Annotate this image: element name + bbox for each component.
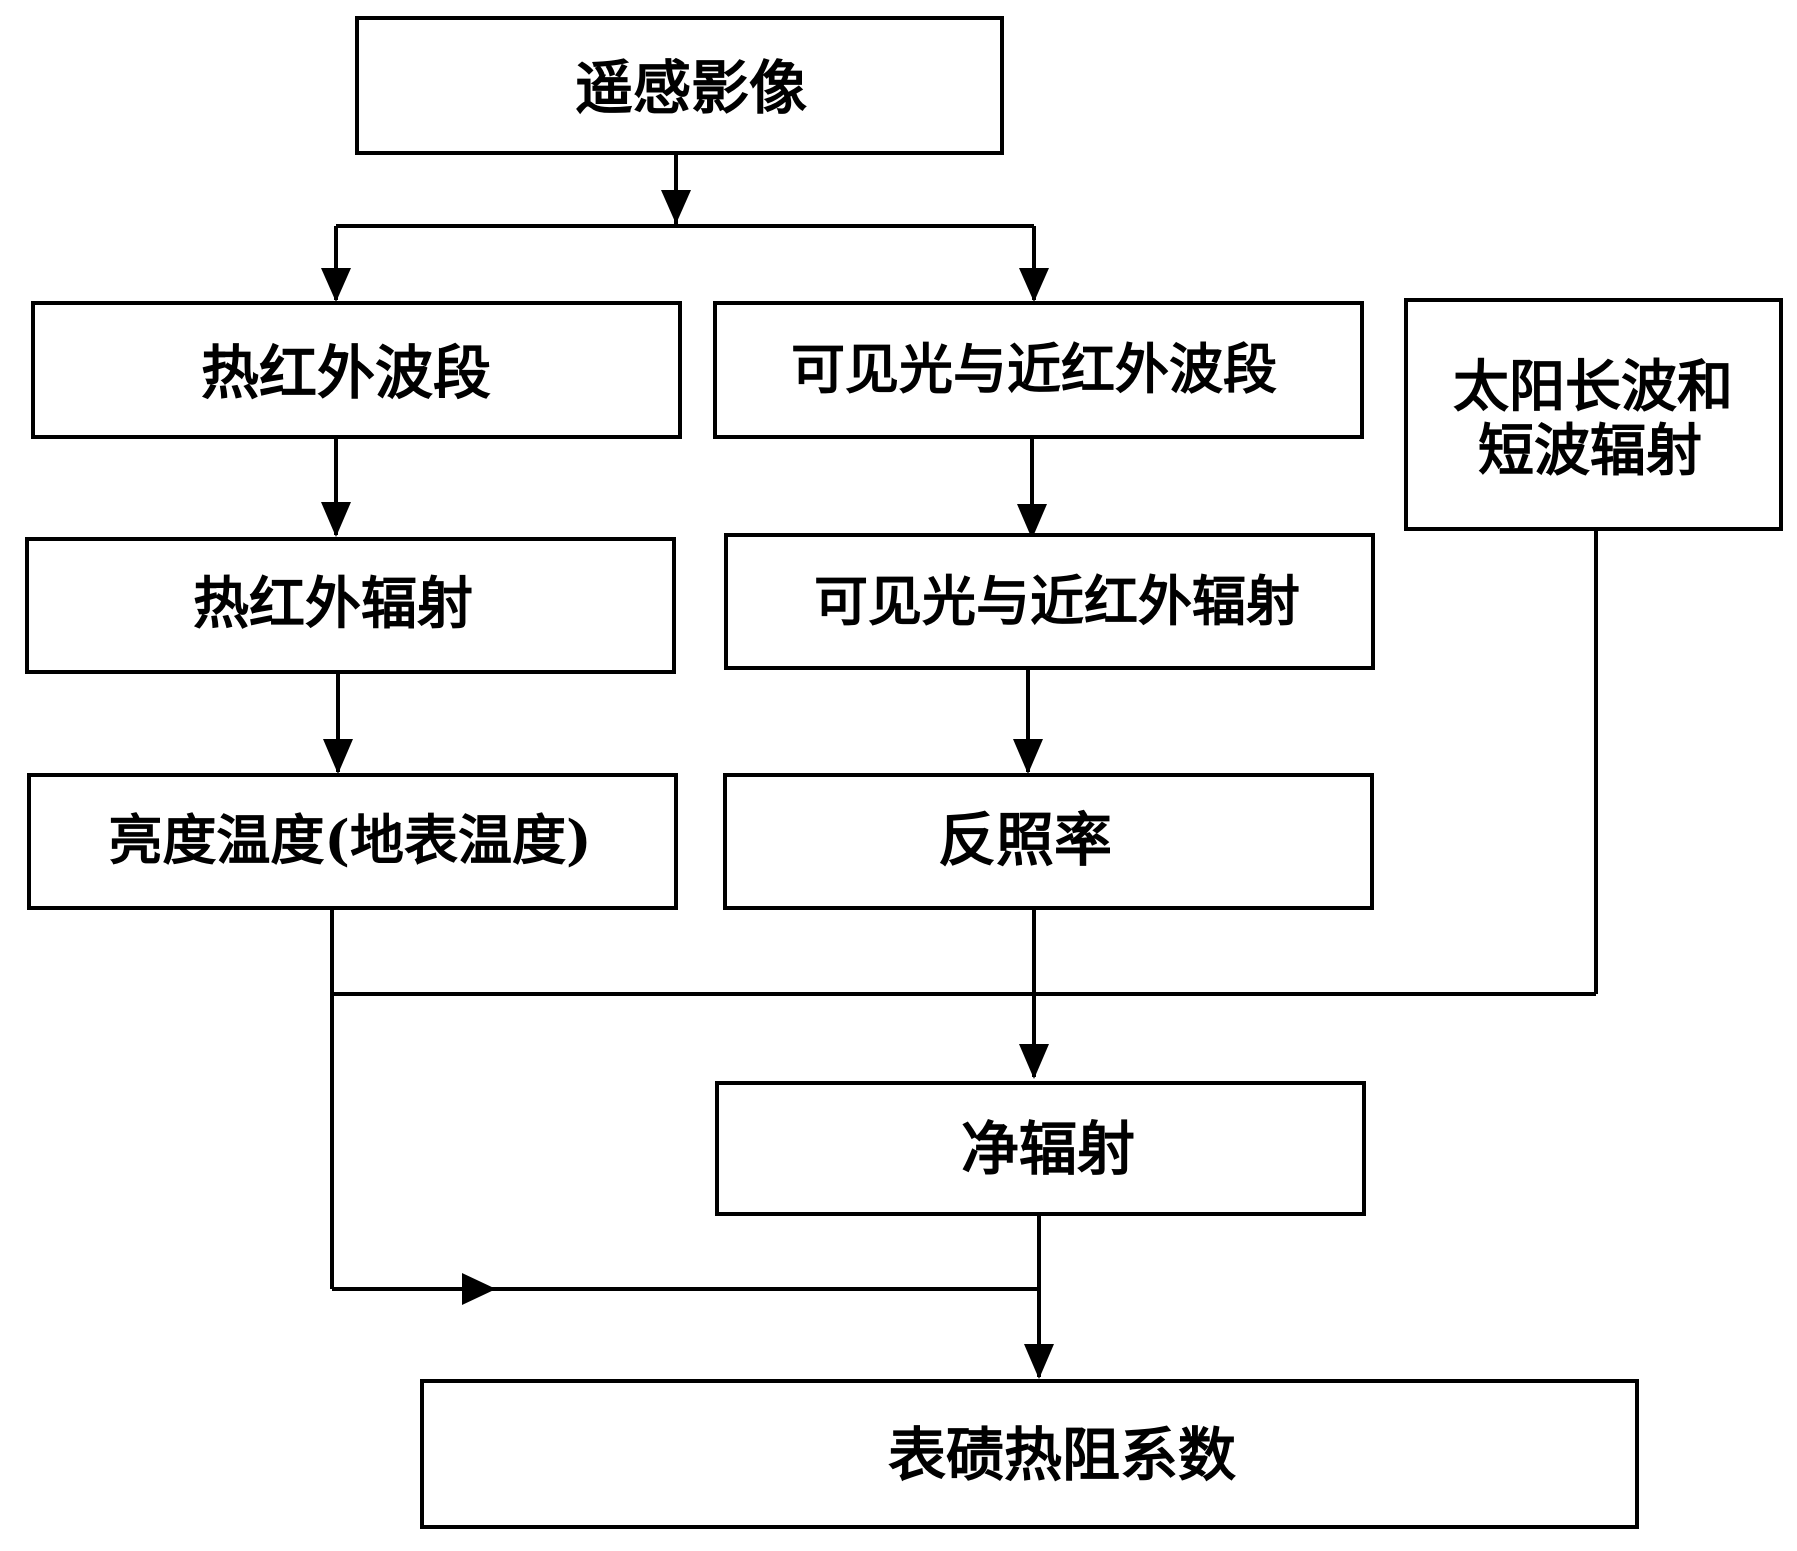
node-label-line-1: 太阳长波和 (1453, 354, 1733, 420)
node-label: 亮度温度(地表温度) (108, 808, 591, 872)
node-net-radiation: 净辐射 (715, 1081, 1366, 1216)
node-label: 反照率 (938, 806, 1112, 874)
node-thermal-ir-radiation: 热红外辐射 (25, 537, 676, 674)
arrow-visible-radiation-albedo (1013, 739, 1043, 774)
node-label: 表碛热阻系数 (888, 1421, 1236, 1489)
node-label: 可见光与近红外波段 (791, 337, 1277, 401)
node-albedo: 反照率 (723, 773, 1374, 910)
arrow-visible-band-radiation (1017, 504, 1047, 539)
node-visible-nir-band: 可见光与近红外波段 (713, 301, 1364, 439)
arrow-bottom-horizontal (462, 1273, 496, 1305)
arrow-net-resistance (1024, 1344, 1054, 1379)
node-solar-radiation: 太阳长波和 短波辐射 (1404, 298, 1783, 531)
node-label: 可见光与近红外辐射 (814, 569, 1300, 633)
node-remote-sensing-image: 遥感影像 (355, 16, 1004, 155)
node-label-line-2: 短波辐射 (1478, 418, 1702, 484)
node-surface-thermal-resistance: 表碛热阻系数 (420, 1379, 1639, 1529)
node-brightness-temperature: 亮度温度(地表温度) (27, 773, 678, 910)
node-label: 净辐射 (961, 1115, 1135, 1183)
node-visible-nir-radiation: 可见光与近红外辐射 (724, 533, 1375, 670)
arrow-thermal-band-radiation (321, 502, 351, 537)
arrow-to-visible-band (1019, 268, 1049, 302)
arrow-thermal-radiation-temp (323, 739, 353, 774)
node-label: 热红外辐射 (193, 571, 473, 637)
arrow-to-thermal-band (321, 268, 351, 302)
node-label: 遥感影像 (575, 54, 807, 122)
edges (321, 153, 1598, 1379)
arrow-image-trunk (661, 190, 691, 224)
arrow-albedo-net (1019, 1044, 1049, 1079)
node-thermal-ir-band: 热红外波段 (31, 301, 682, 439)
node-label: 热红外波段 (201, 339, 491, 407)
